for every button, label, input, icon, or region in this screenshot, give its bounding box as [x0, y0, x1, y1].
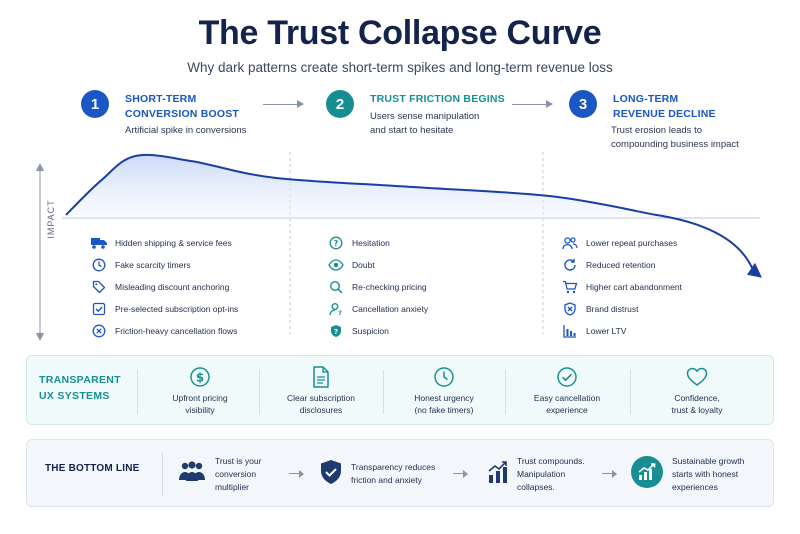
user-question-icon: ? — [326, 302, 346, 316]
ux-divider — [259, 370, 260, 414]
heart-icon — [637, 366, 757, 388]
list-item: Brand distrust — [560, 298, 682, 320]
bottom-line-title: THE BOTTOM LINE — [45, 463, 140, 474]
list-item: Lower repeat purchases — [560, 232, 682, 254]
truck-icon — [89, 236, 109, 250]
shield-check-icon — [319, 459, 343, 490]
list-item: ? Hesitation — [326, 232, 428, 254]
step-3-number: 3 — [569, 90, 597, 118]
users-icon — [560, 236, 580, 250]
clock-icon — [89, 258, 109, 272]
list-item: Reduced retention — [560, 254, 682, 276]
svg-text:?: ? — [338, 309, 342, 316]
people-icon — [177, 460, 207, 489]
list-item: Lower LTV — [560, 320, 682, 342]
list-item: Pre-selected subscription opt-ins — [89, 298, 238, 320]
svg-text:?: ? — [334, 328, 338, 336]
growth-chart-icon — [487, 460, 509, 489]
bottom-line-arrow — [289, 469, 304, 478]
list-item: ? Suspicion — [326, 320, 428, 342]
ux-divider — [137, 370, 138, 414]
ux-item-loyalty: Confidence,trust & loyalty — [637, 366, 757, 416]
bottom-line-arrow — [453, 469, 468, 478]
trust-curve-chart — [36, 152, 762, 341]
refresh-icon — [560, 258, 580, 272]
step-1-number: 1 — [81, 90, 109, 118]
step-1-desc: Artificial spike in conversions — [125, 125, 247, 136]
document-icon — [261, 366, 381, 388]
shield-x-icon — [560, 302, 580, 316]
eye-icon — [326, 258, 346, 272]
dollar-icon: $ — [140, 366, 260, 388]
growth-badge-icon — [630, 455, 664, 494]
step-2-number: 2 — [326, 90, 354, 118]
list-item: Higher cart abandonment — [560, 276, 682, 298]
bottom-line-divider — [162, 452, 163, 496]
ux-item-urgency: Honest urgency(no fake timers) — [384, 366, 504, 416]
step-2-title: TRUST FRICTION BEGINS — [370, 93, 505, 105]
list-item: Doubt — [326, 254, 428, 276]
curve-end-arrow — [747, 262, 762, 278]
checkbox-icon — [89, 302, 109, 316]
tag-icon — [89, 280, 109, 294]
step-arrow-2 — [512, 100, 553, 108]
page-title: The Trust Collapse Curve — [198, 14, 602, 52]
list-item: Hidden shipping & service fees — [89, 232, 238, 254]
trust-curve-line — [65, 153, 753, 269]
list-item: Fake scarcity timers — [89, 254, 238, 276]
svg-text:$: $ — [196, 371, 204, 385]
curve-area-fill — [66, 154, 656, 218]
impact-axis-arrow-down — [36, 333, 44, 341]
ux-divider — [630, 370, 631, 414]
cart-icon — [560, 280, 580, 294]
svg-text:?: ? — [334, 239, 339, 248]
impact-axis-arrow-up — [36, 163, 44, 171]
list-item: ? Cancellation anxiety — [326, 298, 428, 320]
phase3-impact-list: Lower repeat purchases Reduced retention… — [560, 232, 682, 342]
step-arrow-1 — [263, 100, 304, 108]
clock-icon — [384, 366, 504, 388]
cancel-circle-icon — [89, 324, 109, 338]
ux-divider — [505, 370, 506, 414]
shield-question-icon: ? — [326, 324, 346, 338]
ux-divider — [383, 370, 384, 414]
list-item: Misleading discount anchoring — [89, 276, 238, 298]
impact-axis-label: IMPACT — [46, 199, 56, 239]
list-item: Re-checking pricing — [326, 276, 428, 298]
bar-chart-icon — [560, 324, 580, 338]
page-subtitle: Why dark patterns create short-term spik… — [187, 60, 613, 75]
phase2-impact-list: ? Hesitation Doubt Re-checking pricing ?… — [326, 232, 428, 342]
question-circle-icon: ? — [326, 236, 346, 250]
list-item: Friction-heavy cancellation flows — [89, 320, 238, 342]
bottom-line-arrow — [602, 469, 617, 478]
phase1-impact-list: Hidden shipping & service fees Fake scar… — [89, 232, 238, 342]
magnifier-icon — [326, 280, 346, 294]
check-circle-icon — [507, 366, 627, 388]
